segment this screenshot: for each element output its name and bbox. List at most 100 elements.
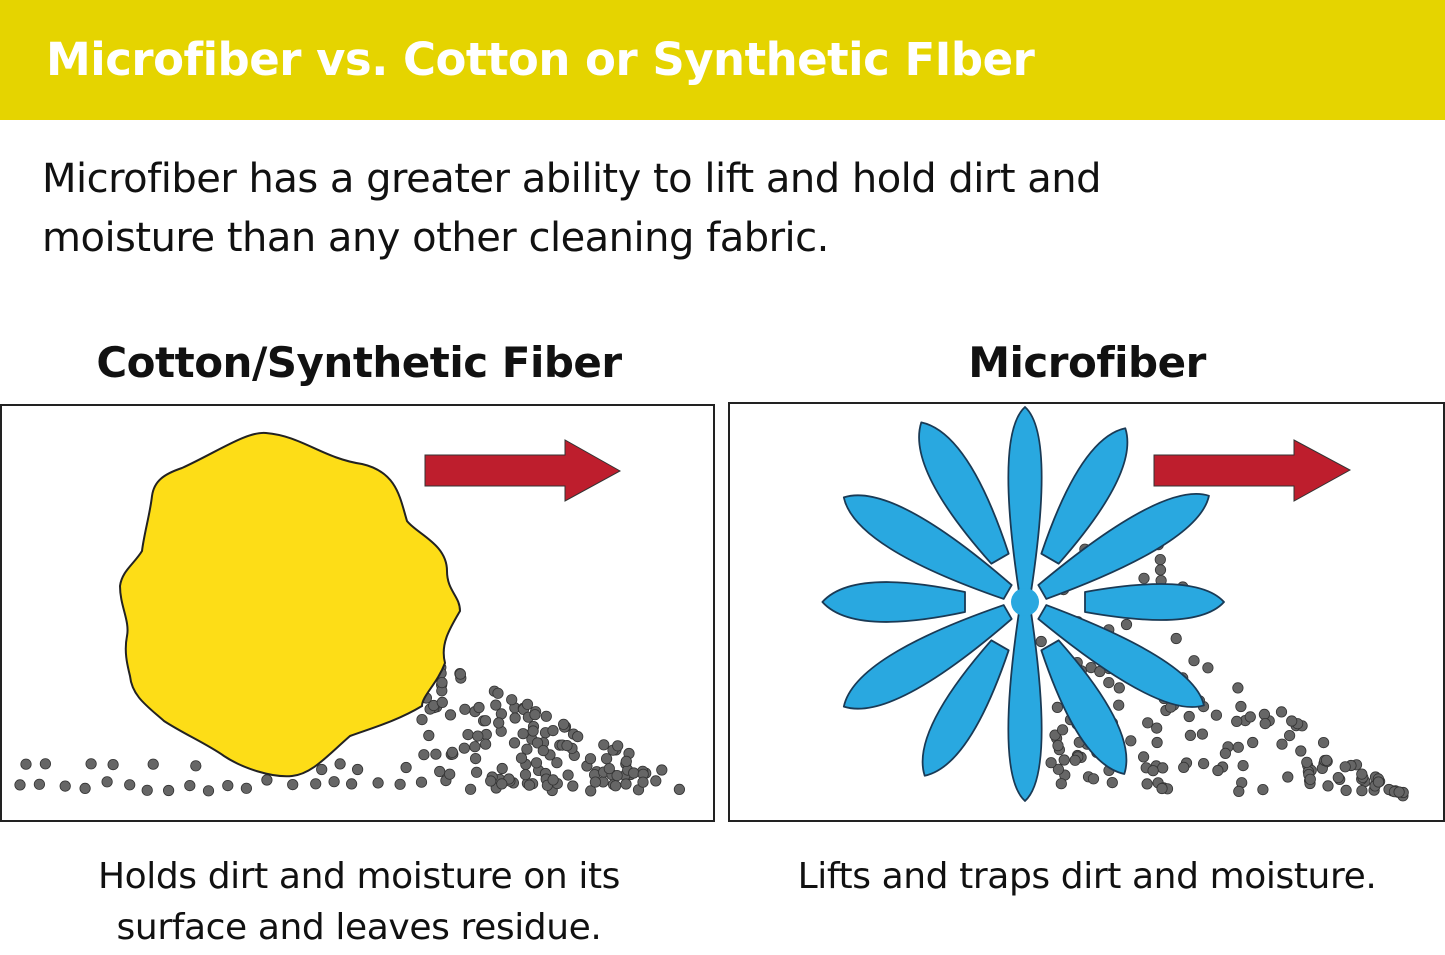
dirt-particle	[240, 782, 252, 794]
microfiber-hub	[1011, 588, 1039, 616]
dirt-particle	[190, 760, 202, 772]
intro-text: Microfiber has a greater ability to lift…	[42, 150, 1342, 268]
microfiber-petal	[1084, 583, 1225, 621]
cotton-blob-icon	[118, 431, 462, 778]
dirt-particle	[59, 780, 71, 792]
dirt-particle	[1154, 554, 1166, 566]
dirt-particle	[1178, 761, 1190, 773]
dirt-particle	[584, 753, 597, 765]
dirt-particle	[485, 775, 497, 787]
dirt-particle	[1304, 773, 1316, 785]
dirt-particle	[310, 778, 322, 790]
dirt-particle	[1183, 710, 1195, 723]
dirt-particle	[1283, 729, 1296, 742]
dirt-particle	[14, 779, 26, 791]
dirt-particle	[446, 746, 458, 758]
dirt-particle	[562, 769, 574, 781]
dirt-particle	[470, 766, 483, 778]
microfiber-petal	[918, 421, 1010, 565]
dirt-particle	[540, 710, 552, 722]
dirt-particle	[479, 715, 492, 727]
dirt-particle	[585, 785, 597, 797]
dirt-particle	[519, 769, 532, 781]
dirt-particle	[515, 752, 528, 764]
dirt-particle	[1276, 738, 1288, 750]
microfiber-petal	[1037, 604, 1205, 708]
dirt-particle	[418, 749, 430, 761]
dirt-particle	[1055, 778, 1067, 790]
dirt-particle	[1301, 756, 1313, 768]
panel-title-cotton: Cotton/Synthetic Fiber	[96, 338, 622, 387]
dirt-particle	[147, 758, 159, 770]
dirt-particle	[572, 730, 584, 743]
microfiber-petal	[1037, 493, 1210, 600]
dirt-particle	[531, 737, 544, 749]
dirt-particle	[1113, 699, 1125, 711]
dirt-particle	[1257, 783, 1269, 796]
microfiber-petal	[1040, 639, 1128, 775]
dirt-particle	[1138, 572, 1150, 584]
microfiber-star-icon	[821, 406, 1225, 802]
dirt-particle	[1232, 682, 1244, 694]
panel-title-microfiber: Microfiber	[968, 338, 1206, 387]
dirt-particle	[620, 778, 632, 790]
caption-microfiber-line-1: Lifts and traps dirt and moisture.	[797, 856, 1377, 897]
dirt-particle	[537, 744, 549, 757]
dirt-particle	[1258, 708, 1271, 720]
dirt-particle	[1202, 662, 1214, 674]
dirt-particle	[107, 758, 119, 771]
dirt-particle	[492, 687, 504, 699]
dirt-particle	[561, 739, 573, 752]
dirt-particle	[1052, 739, 1064, 752]
dirt-particle	[1372, 776, 1385, 788]
page-title: Microfiber vs. Cotton or Synthetic FIber	[46, 33, 1035, 86]
dirt-particle	[316, 763, 328, 776]
microfiber-petal	[842, 494, 1013, 600]
dirt-particle	[1147, 765, 1159, 777]
dirt-particle	[454, 668, 466, 680]
dirt-particle	[1356, 785, 1368, 797]
dirt-particle	[416, 713, 428, 726]
dirt-particle	[1087, 773, 1100, 785]
dirt-particle	[1051, 701, 1063, 713]
dirt-particle	[1212, 764, 1224, 777]
header-banner: Microfiber vs. Cotton or Synthetic FIber	[0, 0, 1445, 120]
dirt-particle	[124, 779, 136, 791]
dirt-particle	[509, 712, 521, 724]
dirt-particle	[523, 779, 536, 791]
dirt-particle	[20, 758, 32, 770]
dirt-particle	[600, 753, 613, 765]
dirt-particle	[1035, 635, 1047, 648]
dirt-particle	[1125, 735, 1137, 747]
caption-cotton-line-2: surface and leaves residue.	[116, 907, 602, 948]
dirt-particle	[1275, 706, 1288, 718]
dirt-particle	[1320, 754, 1333, 766]
dirt-particle	[202, 785, 215, 797]
dirt-particle	[551, 757, 563, 769]
dirt-particle	[1049, 729, 1061, 741]
dirt-particle	[1286, 715, 1298, 727]
dirt-particle	[1142, 717, 1154, 729]
intro-line-2: moisture than any other cleaning fabric.	[42, 215, 829, 261]
dirt-particle	[611, 769, 623, 782]
direction-arrow-right	[1153, 439, 1352, 502]
dirt-particle	[1151, 722, 1163, 734]
dirt-particle	[521, 743, 533, 755]
microfiber-petal	[1040, 427, 1129, 565]
intro-line-1: Microfiber has a greater ability to lift…	[42, 156, 1102, 202]
cotton-illustration	[14, 431, 686, 797]
dirt-particle	[628, 767, 640, 779]
dirt-particle	[184, 779, 196, 792]
dirt-particle	[423, 729, 435, 742]
dirt-particle	[517, 728, 529, 740]
dirt-particle	[1332, 771, 1344, 784]
dirt-particle	[1069, 754, 1081, 766]
dirt-particle	[506, 694, 518, 706]
dirt-particle	[39, 758, 52, 770]
dirt-particle	[464, 783, 477, 795]
dirt-particle	[637, 776, 649, 788]
dirt-particle	[609, 780, 622, 792]
dirt-particle	[1141, 778, 1153, 790]
dirt-particle	[1282, 771, 1294, 783]
dirt-particle	[328, 776, 340, 788]
